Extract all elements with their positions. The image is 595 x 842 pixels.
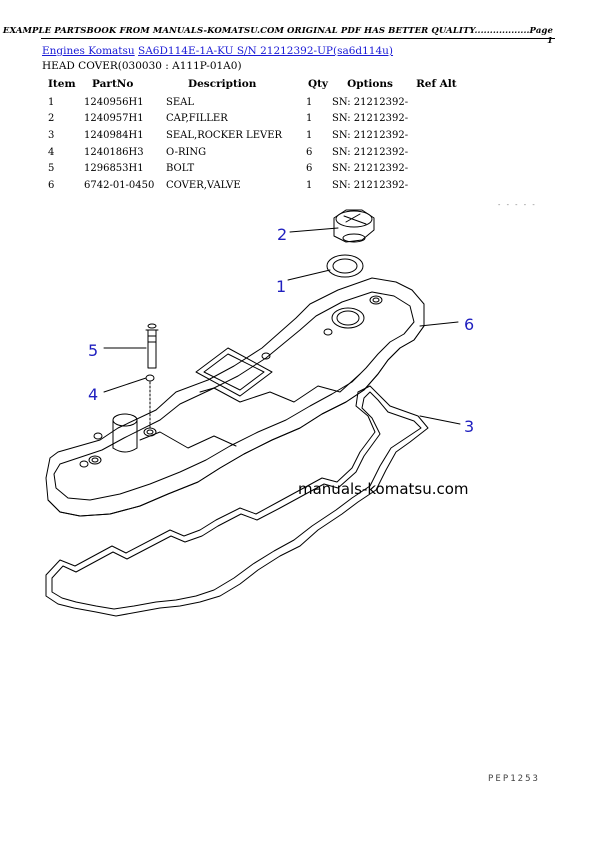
cell-description: COVER,VALVE (166, 179, 241, 191)
cell-refalt (408, 177, 457, 194)
cell-partno: 1240957H1 (84, 113, 144, 125)
table-row: 3 1240984H1 SEAL,ROCKER LEVER 1 SN: 2121… (42, 127, 457, 144)
col-header-refalt: Ref Alt (416, 78, 457, 90)
cell-description: SEAL,ROCKER LEVER (166, 129, 283, 141)
filler-cap (333, 209, 375, 243)
breadcrumb-link-engines[interactable]: Engines Komatsu (42, 45, 135, 57)
cell-item: 5 (48, 163, 55, 175)
cell-refalt (408, 127, 457, 144)
valve-cover-ridge (199, 373, 361, 403)
cell-refalt (408, 144, 457, 161)
cell-refalt (408, 111, 457, 128)
table-row: 1 1240956H1 SEAL 1 SN: 21212392- (42, 94, 457, 111)
cell-item: 1 (48, 96, 55, 108)
table-row: 4 1240186H3 O-RING 6 SN: 21212392- (42, 144, 457, 161)
cell-description: SEAL (166, 96, 195, 108)
cell-qty: 6 (306, 163, 313, 175)
callout-3: 3 (464, 417, 474, 436)
cell-item: 4 (48, 146, 55, 158)
cell-partno: 1296853H1 (84, 163, 144, 175)
figure-code: PEP1253 (488, 774, 540, 784)
cell-options: SN: 21212392- (332, 179, 409, 191)
callout-1: 1 (276, 277, 286, 296)
callout-6: 6 (464, 315, 474, 334)
col-header-options: Options (347, 78, 393, 90)
col-header-item: Item (48, 78, 76, 90)
exploded-parts-diagram: 2 1 6 5 4 3 (45, 209, 474, 617)
cell-item: 3 (48, 129, 55, 141)
cell-partno: 1240956H1 (84, 96, 144, 108)
parts-table: Item PartNo Description Qty Options Ref … (42, 76, 457, 194)
cell-qty: 6 (306, 146, 313, 158)
valve-cover-top-rim (53, 291, 415, 501)
callout-4: 4 (88, 385, 98, 404)
cell-refalt (408, 160, 457, 177)
filler-seal-ring (326, 254, 364, 278)
section-title: HEAD COVER(030030 : A111P-01A0) (42, 60, 242, 72)
callout-2: 2 (277, 225, 287, 244)
cell-description: BOLT (166, 163, 195, 175)
cell-qty: 1 (306, 96, 313, 108)
filler-seal-ring-inner (332, 258, 358, 274)
breather-plate (195, 347, 273, 397)
table-header-row: Item PartNo Description Qty Options Ref … (42, 76, 457, 94)
cell-partno: 1240984H1 (84, 129, 144, 141)
rocker-seal-gasket-inner (51, 391, 422, 610)
o-ring (145, 374, 155, 382)
header-divider (41, 38, 555, 39)
col-header-qty: Qty (307, 78, 329, 90)
diagram-corner-mark: - - - - - (498, 201, 537, 209)
cell-options: SN: 21212392- (332, 129, 409, 141)
cell-options: SN: 21212392- (332, 113, 409, 125)
cell-description: CAP,FILLER (166, 113, 228, 125)
valve-cover-ridge-2 (139, 431, 237, 449)
cell-item: 6 (48, 179, 55, 191)
cell-qty: 1 (306, 129, 313, 141)
valve-cover-side (47, 325, 425, 517)
cell-partno: 6742-01-0450 (84, 179, 155, 191)
breadcrumb: Engines Komatsu SA6D114E-1A-KU S/N 21212… (42, 45, 393, 57)
cell-options: SN: 21212392- (332, 96, 409, 108)
cell-qty: 1 (306, 179, 313, 191)
col-header-description: Description (188, 78, 257, 90)
page-header: EXAMPLE PARTSBOOK FROM MANUALS-KOMATSU.C… (2, 26, 553, 46)
table-row: 6 6742-01-0450 COVER,VALVE 1 SN: 2121239… (42, 177, 457, 194)
cell-item: 2 (48, 113, 55, 125)
cell-partno: 1240186H3 (84, 146, 144, 158)
breather-plate-inner (203, 353, 265, 391)
cell-qty: 1 (306, 113, 313, 125)
col-header-partno: PartNo (92, 78, 134, 90)
filler-neck (331, 307, 365, 329)
cell-refalt (408, 94, 457, 111)
rocker-seal-gasket-outer (45, 385, 429, 617)
cell-description: O-RING (166, 146, 207, 158)
diagram-watermark: manuals-komatsu.com (298, 480, 469, 498)
table-row: 2 1240957H1 CAP,FILLER 1 SN: 21212392- (42, 111, 457, 128)
callout-5: 5 (88, 341, 98, 360)
table-row: 5 1296853H1 BOLT 6 SN: 21212392- (42, 160, 457, 177)
cell-options: SN: 21212392- (332, 146, 409, 158)
filler-neck-inner (336, 310, 360, 326)
breadcrumb-link-model[interactable]: SA6D114E-1A-KU S/N 21212392-UP(sa6d114u) (138, 45, 394, 57)
cell-options: SN: 21212392- (332, 163, 409, 175)
